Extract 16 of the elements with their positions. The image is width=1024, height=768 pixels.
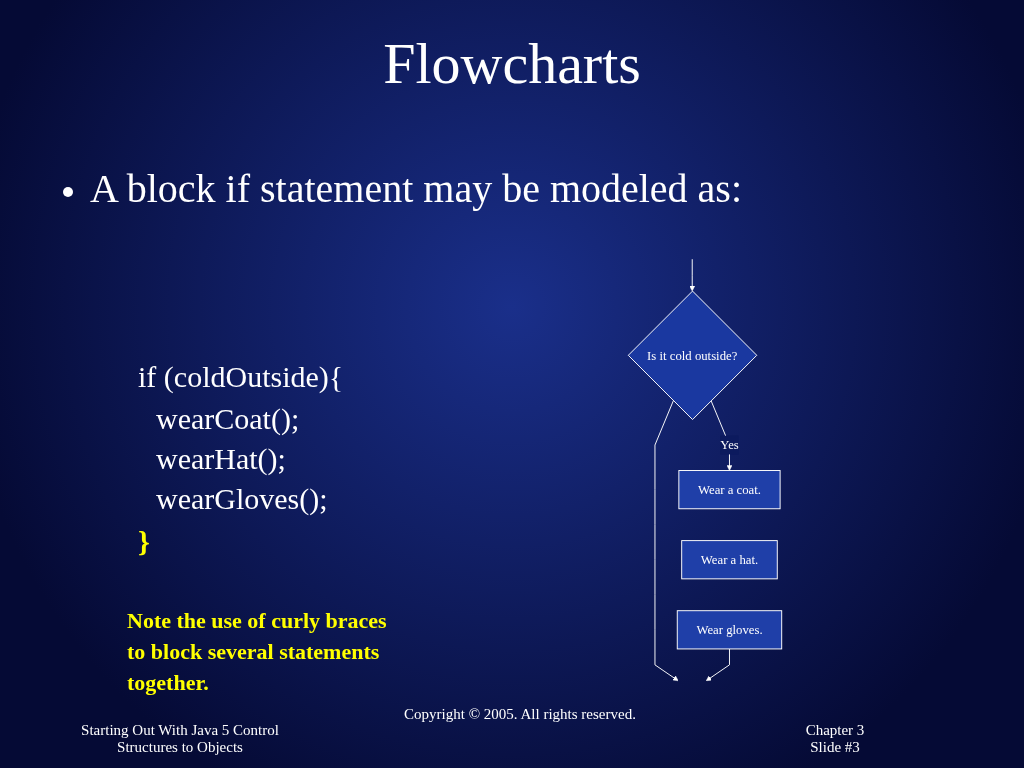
node-box: Wear gloves.: [676, 610, 783, 650]
code-line: wearCoat();: [156, 402, 300, 436]
code-line: if (coldOutside){: [138, 360, 344, 394]
code-line: wearGloves();: [156, 482, 328, 516]
node-box: Wear a hat.: [681, 540, 778, 580]
footer-text: Starting Out With Java 5 Control Structures to Objects: [80, 722, 280, 756]
code-line: wearHat();: [156, 442, 286, 476]
slide-title: Flowcharts: [382, 30, 642, 97]
code-line: }: [138, 525, 150, 559]
bullet-text: A block if statement may be modeled as:: [90, 165, 743, 212]
node-box: Wear a coat.: [678, 470, 781, 510]
node-diamond: Is it cold outside?: [627, 290, 758, 421]
footer-text: Copyright © 2005. All rights reserved.: [403, 706, 637, 723]
edge-label: Yes: [720, 438, 739, 453]
footer-text: Chapter 3 Slide #3: [804, 722, 866, 756]
note-text: Note the use of curly braces to block several statements together.: [127, 607, 387, 697]
